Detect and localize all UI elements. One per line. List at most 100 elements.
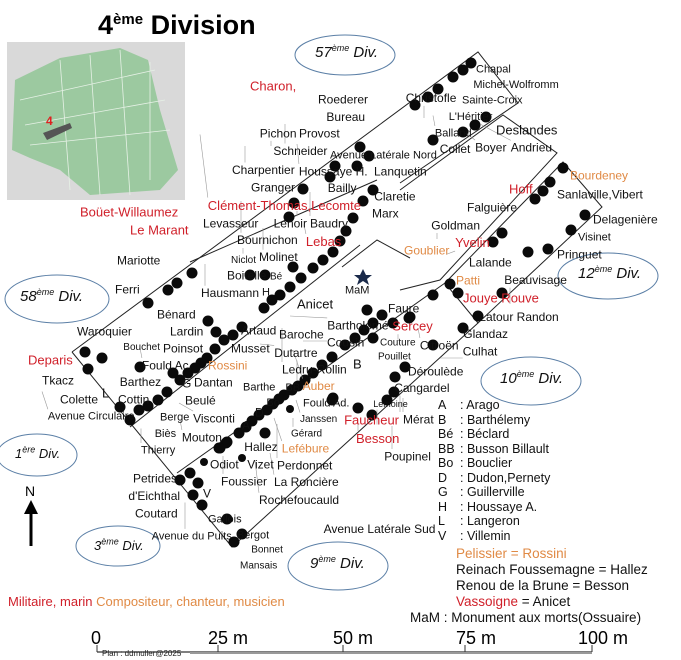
grave-dots bbox=[79, 57, 591, 548]
grave-label: Lardin bbox=[170, 324, 203, 338]
grave-label: Gallois bbox=[208, 514, 242, 526]
grave-label: Roederer bbox=[318, 92, 368, 106]
grave-dot bbox=[274, 289, 286, 301]
scale-tick-75: 75 m bbox=[456, 628, 497, 648]
grave-label: Bailly bbox=[328, 181, 357, 195]
equivalence-vassoigne: Vassoigne = Anicet bbox=[456, 594, 571, 609]
avenue-label: Avenue Latérale Nord bbox=[330, 149, 437, 161]
grave-label: Visconti bbox=[193, 412, 235, 426]
grave-label: Schneider bbox=[273, 144, 327, 158]
grave-label: Bartholomé bbox=[327, 318, 389, 332]
avenue-label: Avenue Circulaire bbox=[48, 411, 135, 423]
grave-label: Barthe bbox=[243, 381, 275, 393]
grave-label: Hausmann bbox=[201, 286, 259, 300]
grave-label: Le Marant bbox=[130, 222, 189, 237]
abbreviation-key: Bé bbox=[438, 427, 454, 441]
grave-label: Lalande bbox=[469, 255, 512, 269]
leader-line bbox=[179, 419, 183, 430]
grave-label: L'Héritier bbox=[449, 111, 493, 123]
grave-label: Mansais bbox=[240, 561, 277, 572]
abbreviation-value: : Houssaye A. bbox=[460, 499, 538, 514]
grave-label: Citroën bbox=[420, 338, 459, 352]
abbreviation-key: A bbox=[438, 398, 447, 412]
grave-dot bbox=[182, 367, 194, 379]
grave-dot bbox=[284, 281, 296, 293]
grave-label: Petrides bbox=[133, 471, 177, 485]
grave-dot bbox=[399, 361, 411, 373]
grave-dot bbox=[233, 427, 245, 439]
grave-dot bbox=[465, 57, 477, 69]
grave-label: Charon, bbox=[250, 78, 296, 93]
grave-dot bbox=[96, 352, 108, 364]
grave-label: Goublier bbox=[404, 243, 449, 257]
grave-dot bbox=[387, 317, 399, 329]
division-3-label: 3ème Div. bbox=[94, 536, 144, 553]
grave-dot bbox=[295, 272, 307, 284]
mam-legend: MaM : Monument aux morts(Ossuaire) bbox=[410, 610, 642, 625]
grave-label: Levasseur bbox=[203, 216, 258, 230]
grave-label: Provost bbox=[299, 126, 340, 140]
page-title: 4ème Division bbox=[98, 10, 256, 40]
grave-dot bbox=[174, 474, 186, 486]
north-arrow-icon bbox=[24, 500, 38, 546]
grave-label: Lefébure bbox=[282, 441, 330, 455]
division-57-label: 57ème Div. bbox=[315, 43, 379, 62]
grave-label: Balland bbox=[435, 127, 472, 139]
grave-label: Mariotte bbox=[117, 253, 161, 267]
grave-label: Gérard bbox=[291, 428, 322, 439]
grave-dot bbox=[79, 346, 91, 358]
grave-dot bbox=[287, 261, 299, 273]
grave-label: Baroche bbox=[279, 327, 324, 341]
grave-label: Ferri bbox=[115, 282, 140, 296]
abbreviation-row: A: Arago bbox=[438, 398, 550, 413]
abbreviation-row: D: Dudon,Pernety bbox=[438, 471, 550, 486]
grave-label: Andrieu bbox=[511, 141, 552, 155]
grave-dot bbox=[186, 267, 198, 279]
grave-label: Goldman bbox=[431, 218, 480, 232]
grave-label: Molinet bbox=[259, 250, 298, 264]
grave-dot bbox=[357, 195, 369, 207]
grave-dot bbox=[200, 458, 208, 466]
grave-dot bbox=[352, 402, 364, 414]
grave-label: Fould Ac. bbox=[142, 358, 192, 372]
grave-dot bbox=[367, 184, 379, 196]
abbreviation-value: : Villemin bbox=[460, 528, 511, 543]
grave-dot bbox=[480, 111, 492, 123]
grave-dot bbox=[367, 332, 379, 344]
grave-dot bbox=[361, 304, 373, 316]
abbreviation-key: G bbox=[438, 485, 448, 499]
grave-dot bbox=[114, 401, 126, 413]
grave-label: Baudry bbox=[310, 216, 348, 230]
grave-dot bbox=[210, 326, 222, 338]
grave-label: Charpentier bbox=[232, 163, 295, 177]
grave-label: La Roncière bbox=[274, 475, 339, 489]
grave-label: Collet bbox=[440, 142, 471, 156]
grave-dot bbox=[259, 427, 271, 439]
division-marker bbox=[43, 123, 72, 140]
leader-line bbox=[139, 347, 143, 358]
division-10-label: 10ème Div. bbox=[500, 369, 564, 388]
grave-dot bbox=[529, 193, 541, 205]
grave-label: Niclot bbox=[231, 255, 256, 266]
scale-tick-0: 0 bbox=[91, 628, 102, 648]
grave-label: Perdonnet bbox=[277, 458, 333, 472]
grave-label: Deslandes bbox=[496, 122, 558, 137]
avenue-label: Avenue du Puits bbox=[152, 530, 232, 542]
grave-label: Mouton bbox=[182, 430, 222, 444]
grave-dot bbox=[447, 71, 459, 83]
abbreviation-row: V: Villemin bbox=[438, 529, 550, 544]
grave-label: Bo bbox=[266, 397, 279, 409]
grave-label: Sercey bbox=[392, 318, 433, 333]
abbreviation-value: : Dudon,Pernety bbox=[460, 470, 551, 485]
abbreviation-row: G: Guillerville bbox=[438, 485, 550, 500]
grave-dot bbox=[236, 321, 248, 333]
division-ellipses bbox=[0, 34, 659, 591]
leader-line bbox=[292, 349, 303, 379]
abbreviation-row: H: Houssaye A. bbox=[438, 500, 550, 515]
grave-label: Boitelle bbox=[227, 268, 267, 282]
grave-label: Hallez bbox=[244, 440, 277, 454]
category-legend: Militaire, marin Compositeur, chanteur, … bbox=[8, 594, 285, 609]
grave-label: Rochefoucauld bbox=[259, 493, 339, 507]
leader-line bbox=[303, 224, 307, 234]
